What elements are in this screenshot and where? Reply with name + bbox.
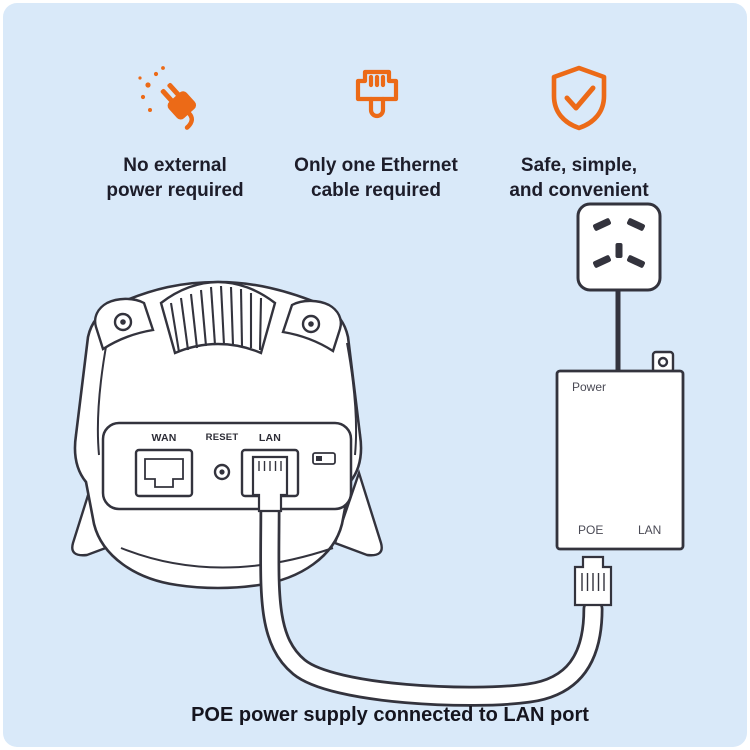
ethernet-cable-icon — [265, 55, 487, 141]
poster-canvas: No external power required Only one Ethe… — [3, 3, 747, 747]
shield-check-icon — [551, 65, 607, 131]
diagram-caption: POE power supply connected to LAN port — [191, 704, 589, 726]
injector-poe-label: POE — [578, 523, 604, 537]
feature-caption-line1: Safe, simple, — [520, 155, 638, 176]
feature-caption-line1: No external — [123, 155, 227, 176]
lan-plug — [251, 455, 289, 513]
ethernet-cable-icon — [355, 69, 399, 119]
feature-caption: No external power required — [64, 153, 286, 204]
feature-caption-line2: cable required — [311, 180, 441, 202]
injector-power-label: Power — [572, 380, 607, 394]
feature-caption-line2: power required — [106, 180, 244, 202]
feature-one-cable: Only one Ethernet cable required — [265, 55, 487, 204]
power-plug-icon — [64, 55, 286, 141]
power-plug-icon — [138, 66, 197, 130]
feature-caption-line2: and convenient — [509, 180, 649, 202]
outdoor-ap-device — [71, 280, 383, 590]
poe-injector — [555, 350, 685, 551]
diagram-artwork — [71, 202, 685, 707]
reset-button — [213, 463, 231, 481]
reset-label: RESET — [205, 432, 239, 443]
injector-mount-tab — [651, 350, 675, 374]
status-indicator — [312, 452, 336, 465]
lan-port-label: LAN — [258, 432, 282, 444]
poe-plug — [573, 555, 613, 607]
shield-check-icon — [468, 55, 690, 141]
injector-lan-label: LAN — [638, 523, 662, 537]
feature-safe-simple: Safe, simple, and convenient — [468, 55, 690, 204]
ethernet-cable-run — [259, 498, 604, 707]
feature-caption: Safe, simple, and convenient — [468, 153, 690, 204]
mount-hole-right — [301, 314, 321, 334]
wall-socket-icon — [576, 202, 662, 292]
wan-port — [134, 448, 194, 498]
feature-caption-line1: Only one Ethernet — [294, 155, 458, 176]
feature-no-external-power: No external power required — [64, 55, 286, 204]
feature-caption: Only one Ethernet cable required — [265, 153, 487, 204]
mount-hole-left — [113, 312, 133, 332]
wan-port-label: WAN — [151, 432, 177, 444]
